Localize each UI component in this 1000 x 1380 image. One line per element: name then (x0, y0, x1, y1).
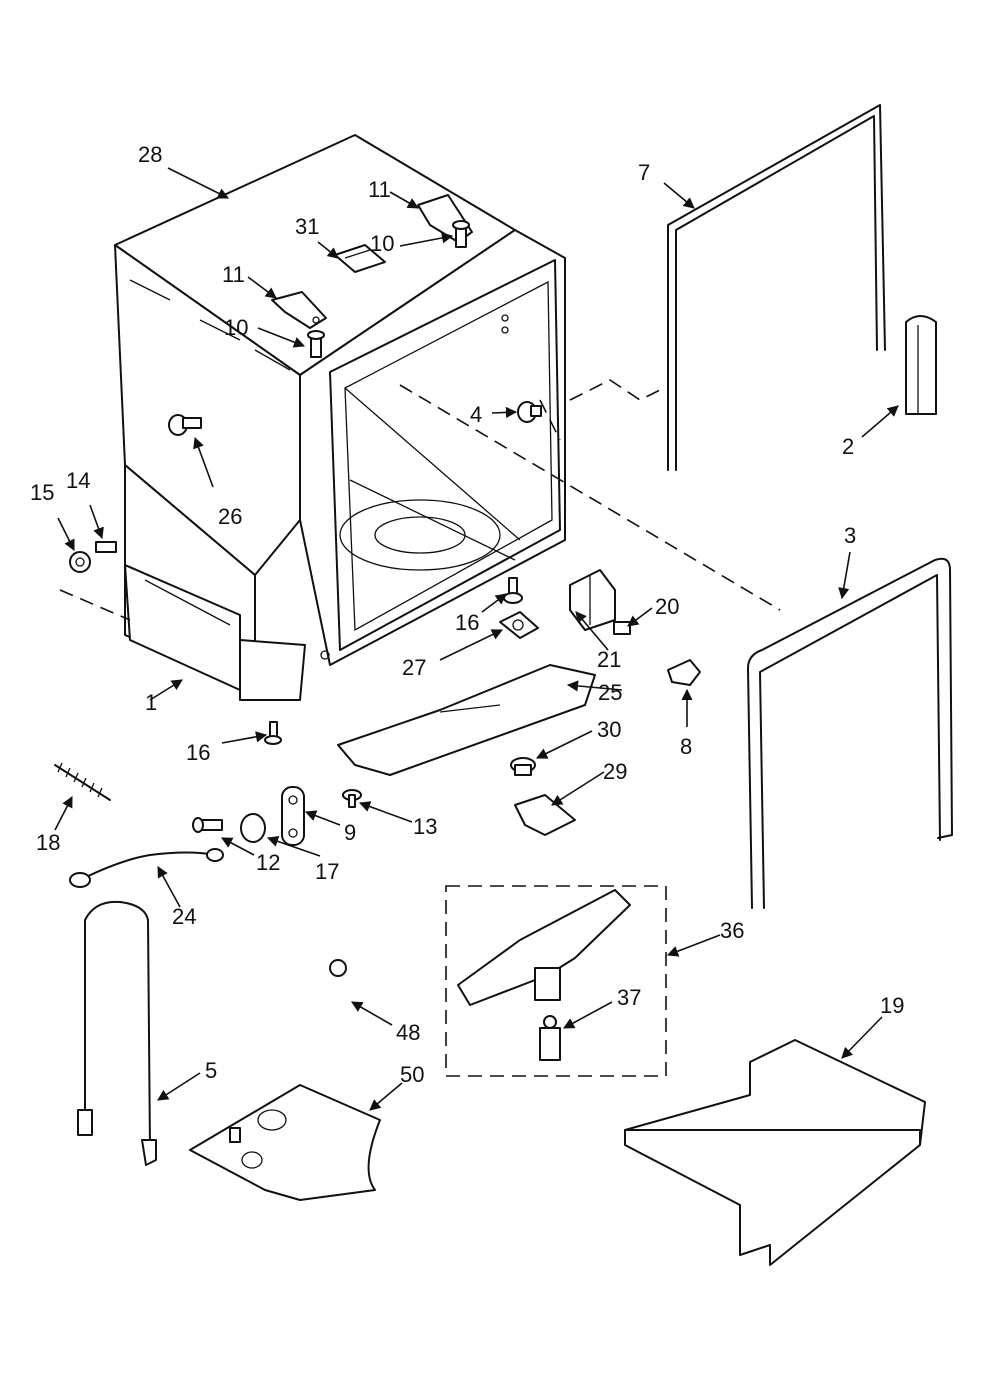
screw-14 (95, 541, 117, 553)
strip-2 (905, 315, 937, 415)
switch-30 (510, 757, 536, 776)
box-36 (445, 885, 667, 1077)
tub-gasket-3 (747, 557, 953, 909)
screw-26 (168, 414, 202, 436)
hinge-bracket-lower (271, 291, 327, 329)
door-gasket-7 (667, 104, 886, 471)
spring-18 (54, 762, 111, 801)
callout-9: 9 (344, 820, 356, 845)
callout-30: 30 (597, 717, 621, 742)
wire-24 (69, 848, 224, 888)
callout-31: 31 (295, 214, 319, 239)
callout-10-upper: 10 (370, 231, 394, 256)
callout-5: 5 (205, 1058, 217, 1083)
callout-13: 13 (413, 814, 437, 839)
clip-27 (499, 611, 539, 639)
bracket-9 (281, 786, 305, 846)
callout-36: 36 (720, 918, 744, 943)
bracket-21 (569, 569, 616, 631)
callout-26: 26 (218, 504, 242, 529)
vent-31 (334, 244, 386, 273)
callout-37: 37 (617, 985, 641, 1010)
leader-lines (54, 167, 899, 1111)
insulation-19 (624, 1039, 926, 1266)
callout-12: 12 (256, 850, 280, 875)
cover-plate-25 (337, 664, 596, 776)
callout-11-lower: 11 (222, 262, 245, 287)
callout-1: 1 (145, 690, 157, 715)
callout-15: 15 (30, 480, 54, 505)
switch-37 (539, 1015, 561, 1061)
clip-8 (667, 659, 701, 686)
screw-20 (613, 621, 631, 635)
callout-29: 29 (603, 759, 627, 784)
callout-21: 21 (597, 647, 621, 672)
float-arm-36 (457, 889, 631, 1006)
callout-14: 14 (66, 468, 90, 493)
callout-24: 24 (172, 904, 196, 929)
hose-5 (77, 900, 157, 1166)
callout-25: 25 (598, 680, 622, 705)
callout-28: 28 (138, 142, 162, 167)
callout-19: 19 (880, 993, 904, 1018)
callout-16-upper: 16 (455, 610, 479, 635)
alignment-lines (59, 379, 781, 621)
screw-10-lower (307, 330, 325, 358)
callout-20: 20 (655, 594, 679, 619)
callout-10-lower: 10 (224, 315, 248, 340)
wheel-17 (240, 813, 266, 843)
plug-4 (517, 401, 542, 423)
bracket-29 (514, 794, 576, 836)
callout-2: 2 (842, 434, 854, 459)
nut-15 (69, 551, 91, 573)
clip-13 (342, 789, 362, 808)
callout-17: 17 (315, 859, 339, 884)
clip-16-lower (264, 721, 282, 745)
callout-7: 7 (638, 160, 650, 185)
screw-10-upper (452, 220, 470, 248)
callout-8: 8 (680, 734, 692, 759)
callout-3: 3 (844, 523, 856, 548)
callout-11-upper: 11 (368, 177, 391, 202)
screw-12 (192, 817, 223, 833)
callout-18: 18 (36, 830, 60, 855)
tub-assembly (114, 134, 566, 701)
callout-labels: 28 11 31 10 11 10 7 2 4 26 15 14 3 16 20… (30, 142, 904, 1087)
callout-16-lower: 16 (186, 740, 210, 765)
callout-48: 48 (396, 1020, 420, 1045)
hardware-bag-50 (189, 1084, 381, 1201)
callout-27: 27 (402, 655, 426, 680)
callout-4: 4 (470, 402, 482, 427)
clip-16-upper (503, 577, 523, 604)
callout-50: 50 (400, 1062, 424, 1087)
spring-48 (329, 959, 347, 977)
